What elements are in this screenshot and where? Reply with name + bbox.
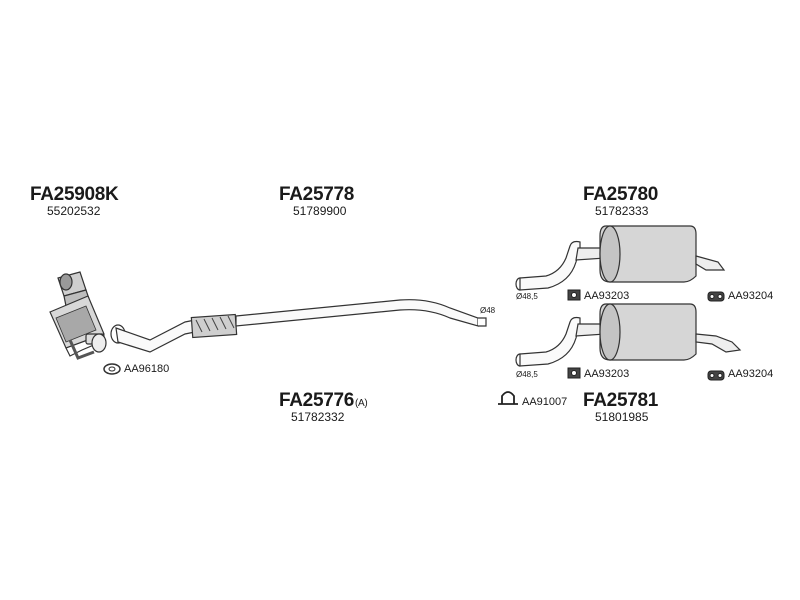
oem-number-51801985: 51801985 bbox=[595, 410, 649, 424]
part-number-fa25781: FA25781 bbox=[583, 390, 659, 411]
part-number-fa25776: FA25776(A) bbox=[279, 390, 368, 412]
oem-number-51789900: 51789900 bbox=[293, 204, 347, 218]
accessory-aa93203-upper: AA93203 bbox=[584, 290, 630, 302]
front-pipe-illustration bbox=[110, 299, 487, 353]
rear-silencer-lower-illustration bbox=[515, 303, 742, 367]
oem-number-55202532: 55202532 bbox=[47, 204, 101, 218]
accessory-aa96180: AA96180 bbox=[124, 363, 170, 375]
diameter-front-pipe: Ø48 bbox=[480, 306, 496, 315]
oem-number-51782332: 51782332 bbox=[291, 410, 345, 424]
diameter-rear-lower: Ø48,5 bbox=[516, 370, 538, 379]
oem-number-51782333: 51782333 bbox=[595, 204, 649, 218]
accessory-aa91007: AA91007 bbox=[522, 396, 568, 408]
accessory-aa93204-lower: AA93204 bbox=[728, 368, 774, 380]
diameter-rear-upper: Ø48,5 bbox=[516, 292, 538, 301]
part-number-fa25776-suffix: (A) bbox=[355, 398, 368, 409]
rubber-mount-aa93204-icon bbox=[707, 291, 725, 381]
catalytic-converter-illustration bbox=[49, 271, 107, 360]
gasket-aa96180-illustration bbox=[103, 363, 121, 375]
part-number-fa25780: FA25780 bbox=[583, 184, 659, 205]
part-number-fa25908k: FA25908K bbox=[30, 184, 119, 205]
part-number-fa25776-code: FA25776 bbox=[279, 390, 355, 411]
accessory-aa93204-upper: AA93204 bbox=[728, 290, 774, 302]
rear-silencer-upper-illustration bbox=[515, 225, 726, 291]
clamp-aa91007-icon bbox=[498, 391, 518, 405]
part-number-fa25778: FA25778 bbox=[279, 184, 355, 205]
accessory-aa93203-lower: AA93203 bbox=[584, 368, 630, 380]
rubber-mount-aa93203-icon bbox=[567, 289, 581, 379]
